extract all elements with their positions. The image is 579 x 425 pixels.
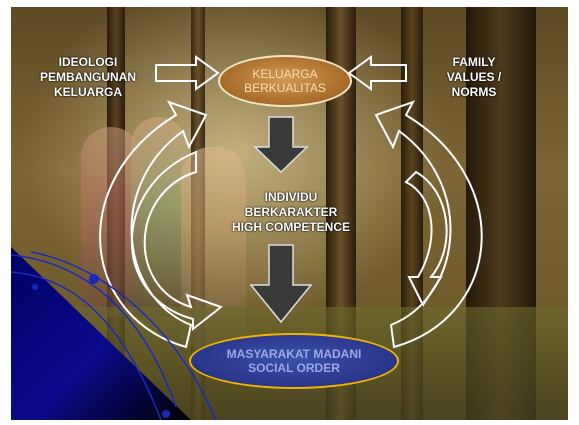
arrow-left-icon <box>347 55 407 91</box>
bottom-ellipse: MASYARAKAT MADANI SOCIAL ORDER <box>189 333 399 389</box>
left-label: IDEOLOGI PEMBANGUNAN KELUARGA <box>40 55 136 99</box>
top-ellipse: KELUARGA BERKUALITAS <box>218 55 352 107</box>
orbit-line <box>30 251 217 420</box>
orbit-dot <box>162 410 170 418</box>
right-label: FAMILY VALUES / NORMS <box>446 55 502 99</box>
bottom-ellipse-label: MASYARAKAT MADANI SOCIAL ORDER <box>226 347 362 375</box>
curved-arrow-right-outer-icon <box>374 100 483 349</box>
curved-arrow-left-inner-icon <box>131 150 224 332</box>
curved-arrow-right-inner-icon <box>404 170 448 308</box>
top-ellipse-label: KELUARGA BERKUALITAS <box>244 67 326 95</box>
diagram-arrows <box>11 55 483 420</box>
orbit-dot <box>89 274 99 284</box>
center-label: INDIVIDU BERKARAKTER HIGH COMPETENCE <box>231 190 350 234</box>
arrow-down-icon <box>249 244 313 324</box>
arrow-down-icon <box>253 116 309 174</box>
corner-decoration <box>11 247 191 420</box>
orbit-dot <box>32 284 38 290</box>
curved-arrow-left-outer-icon <box>99 100 208 349</box>
arrow-right-icon <box>155 55 220 91</box>
slide: IDEOLOGI PEMBANGUNAN KELUARGA FAMILY VAL… <box>11 7 568 420</box>
orbit-line <box>11 271 162 420</box>
orbit-line <box>11 254 177 408</box>
